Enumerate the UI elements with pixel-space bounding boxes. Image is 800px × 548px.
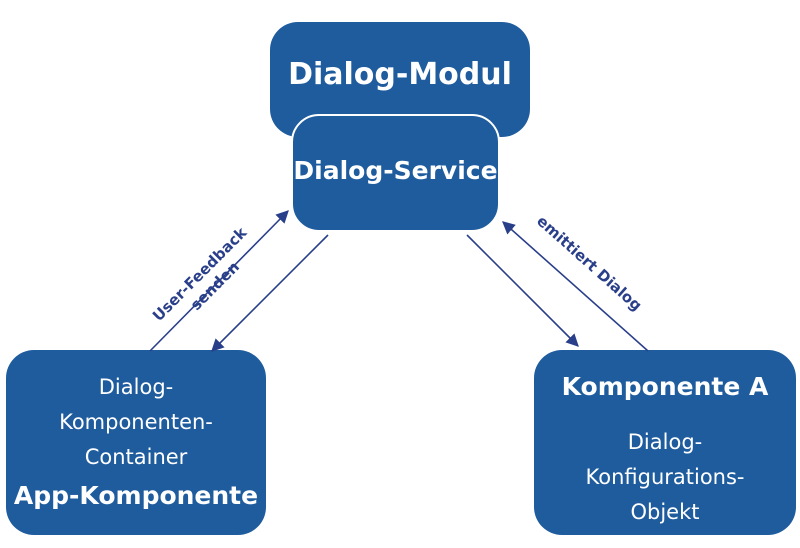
komp-subtitle-line-1: Dialog- — [627, 430, 703, 454]
komponente-a-box: Komponente A Dialog- Konfigurations- Obj… — [534, 350, 796, 535]
dialog-modul-title: Dialog-Modul — [288, 57, 512, 92]
app-komponente-title: App-Komponente — [13, 481, 259, 510]
komp-subtitle-line-2: Konfigurations- — [585, 465, 745, 489]
emit-arrow — [502, 221, 649, 352]
app-subtitle-line-3: Container — [84, 445, 188, 469]
feedback-label-line-2: senden — [187, 258, 243, 314]
feedback-label-line-1: User-Feedback — [149, 223, 251, 325]
dialog-service-title: Dialog-Service — [293, 156, 498, 185]
service-to-app-arrow — [211, 234, 329, 352]
dialog-service-box: Dialog-Service — [291, 114, 500, 232]
service-to-komp-arrow — [466, 234, 579, 347]
komp-subtitle-line-3: Objekt — [630, 500, 700, 524]
komponente-a-title: Komponente A — [561, 372, 769, 401]
emit-label: emittiert Dialog — [533, 212, 645, 315]
app-subtitle-line-1: Dialog- — [98, 375, 174, 399]
svg-text:User-Feedback senden: User-Feedback senden — [149, 220, 268, 339]
app-komponente-box: Dialog- Komponenten- Container App-Kompo… — [6, 350, 266, 535]
feedback-arrow — [149, 210, 289, 352]
app-subtitle-line-2: Komponenten- — [59, 410, 213, 434]
